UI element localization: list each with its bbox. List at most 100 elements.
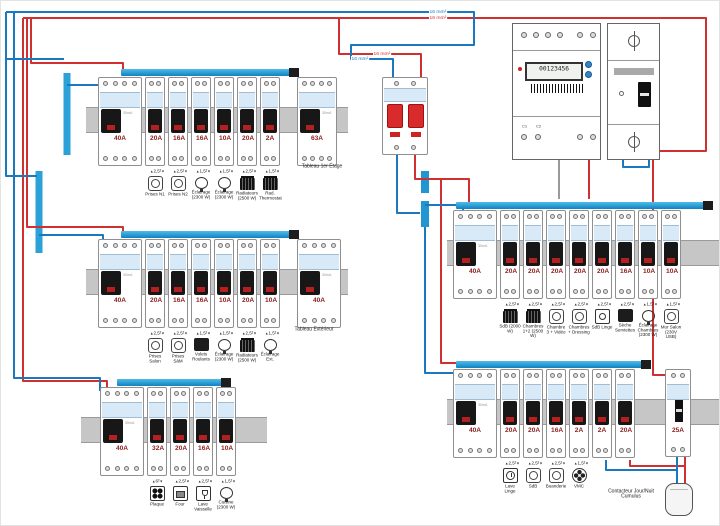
breaker-switch-handle[interactable]: [171, 271, 185, 295]
circuit-breaker[interactable]: 20A: [500, 369, 520, 458]
breaker-window: [299, 92, 335, 108]
circuit-breaker[interactable]: 30mA 40A: [453, 210, 497, 299]
main-switch-handle[interactable]: [638, 82, 651, 107]
terminal-screws: [148, 466, 166, 471]
breaker-switch-handle[interactable]: [456, 401, 476, 425]
breaker-switch-handle[interactable]: [595, 401, 609, 425]
breaker-switch-handle[interactable]: [526, 242, 540, 266]
breaker-switch-handle[interactable]: [387, 104, 403, 128]
load-icon: [263, 339, 277, 354]
circuit-breaker[interactable]: 30mA 40A: [98, 239, 142, 328]
circuit-breaker[interactable]: 2A: [260, 77, 280, 166]
breaker-switch-handle[interactable]: [503, 401, 517, 425]
contactor-switch-handle[interactable]: [675, 400, 683, 422]
breaker-switch-handle[interactable]: [300, 271, 320, 295]
breaker-switch-handle[interactable]: [572, 242, 586, 266]
breaker-switch-handle[interactable]: [148, 109, 162, 133]
circuit-breaker[interactable]: 10A: [214, 239, 234, 328]
circuit-breaker[interactable]: 10A: [214, 77, 234, 166]
circuit-breaker[interactable]: 16A: [615, 210, 635, 299]
circuit-breaker[interactable]: 20A: [170, 387, 190, 476]
circuit-breaker[interactable]: 20A: [523, 210, 543, 299]
down-arrow-icon: ▼: [562, 462, 566, 466]
breaker-switch-handle[interactable]: [549, 401, 563, 425]
breaker-switch-handle[interactable]: [526, 401, 540, 425]
circuit-breaker[interactable]: 16A: [191, 239, 211, 328]
breaker-switch-handle[interactable]: [240, 271, 254, 295]
day-night-contactor[interactable]: 25A: [665, 369, 691, 457]
up-arrow-icon: ▲: [597, 303, 601, 307]
main-service-breaker[interactable]: [382, 77, 428, 155]
circuit-breaker[interactable]: 10A: [260, 239, 280, 328]
terminal-screws: [261, 318, 279, 323]
breaker-switch-handle[interactable]: [173, 419, 187, 443]
breaker-switch-handle[interactable]: [219, 419, 233, 443]
breaker-switch-handle[interactable]: [408, 104, 424, 128]
circuit-breaker[interactable]: 32A: [147, 387, 167, 476]
circuit-breaker[interactable]: 20A: [237, 77, 257, 166]
breaker-switch-handle[interactable]: [549, 242, 563, 266]
terminal-screws: [570, 373, 588, 378]
breaker-switch-handle[interactable]: [194, 271, 208, 295]
breaker-switch-handle[interactable]: [263, 109, 277, 133]
up-arrow-icon: ▲: [505, 303, 509, 307]
handle-chip: [243, 125, 251, 130]
circuit-breaker[interactable]: 20A: [592, 210, 612, 299]
handle-chip: [667, 258, 675, 263]
circuit-breaker[interactable]: 20A: [615, 369, 635, 458]
circuit-breaker[interactable]: 20A: [546, 210, 566, 299]
circuit-breaker[interactable]: 30mA 40A: [453, 369, 497, 458]
circuit-breaker[interactable]: 16A: [168, 239, 188, 328]
breaker-switch-handle[interactable]: [595, 242, 609, 266]
circuit-breaker[interactable]: 20A: [145, 239, 165, 328]
handle-chip: [243, 287, 251, 292]
circuit-breaker[interactable]: 16A: [193, 387, 213, 476]
breaker-switch-handle[interactable]: [103, 419, 123, 443]
circuit-breaker[interactable]: 30mA 40A: [98, 77, 142, 166]
handle-chip: [151, 287, 159, 292]
circuit-breaker[interactable]: 20A: [523, 369, 543, 458]
circuit-breaker[interactable]: 20A: [500, 210, 520, 299]
breaker-switch-handle[interactable]: [171, 109, 185, 133]
circuit-breaker[interactable]: 30mA 40A: [100, 387, 144, 476]
breaker-switch-handle[interactable]: [456, 242, 476, 266]
meter-select-button[interactable]: [585, 61, 592, 68]
circuit-breaker[interactable]: 10A: [661, 210, 681, 299]
meter-scroll-button[interactable]: [585, 71, 592, 78]
circuit-breaker[interactable]: 30mA 40A: [297, 239, 341, 328]
breaker-switch-handle[interactable]: [618, 242, 632, 266]
circuit-breaker[interactable]: 2A: [569, 369, 589, 458]
breaker-rating: 10A: [221, 444, 234, 452]
breaker-window: [170, 254, 186, 270]
breaker-switch-handle[interactable]: [572, 401, 586, 425]
breaker-switch-handle[interactable]: [101, 109, 121, 133]
load-label: Prises N1: [145, 191, 165, 197]
circuit-breaker[interactable]: 16A: [546, 369, 566, 458]
breaker-switch-handle[interactable]: [148, 271, 162, 295]
breaker-switch-handle[interactable]: [664, 242, 678, 266]
breaker-switch-handle[interactable]: [217, 109, 231, 133]
circuit-breaker[interactable]: 30mA 63A: [297, 77, 337, 166]
breaker-switch-handle[interactable]: [503, 242, 517, 266]
circuit-breaker[interactable]: 16A: [168, 77, 188, 166]
circuit-breaker[interactable]: 2A: [592, 369, 612, 458]
breaker-window: [147, 92, 163, 108]
up-arrow-icon: ▲: [265, 332, 269, 336]
breaker-switch-handle[interactable]: [194, 109, 208, 133]
breaker-switch-handle[interactable]: [641, 242, 655, 266]
breaker-switch-handle[interactable]: [196, 419, 210, 443]
terminal-screws: [99, 243, 141, 248]
circuit-breaker[interactable]: 16A: [191, 77, 211, 166]
breaker-switch-handle[interactable]: [240, 109, 254, 133]
breaker-switch-handle[interactable]: [101, 271, 121, 295]
breaker-switch-handle[interactable]: [618, 401, 632, 425]
circuit-breaker[interactable]: 20A: [145, 77, 165, 166]
breaker-switch-handle[interactable]: [300, 109, 320, 133]
breaker-switch-handle[interactable]: [263, 271, 277, 295]
breaker-switch-handle[interactable]: [150, 419, 164, 443]
circuit-breaker[interactable]: 20A: [569, 210, 589, 299]
circuit-breaker[interactable]: 10A: [216, 387, 236, 476]
circuit-breaker[interactable]: 20A: [237, 239, 257, 328]
breaker-switch-handle[interactable]: [217, 271, 231, 295]
circuit-breaker[interactable]: 10A: [638, 210, 658, 299]
